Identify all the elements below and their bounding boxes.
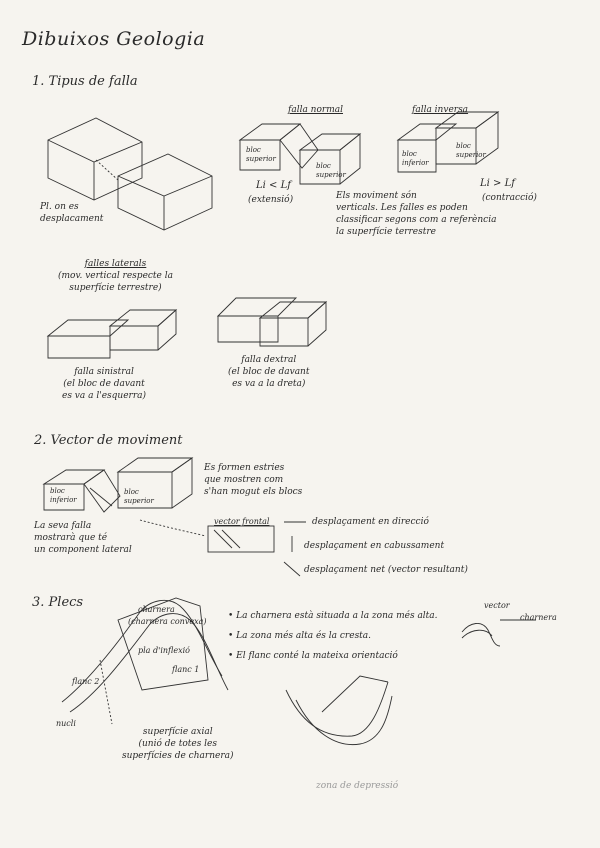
lateral-component-note: La seva falla mostrarà que té un compone… bbox=[34, 521, 132, 555]
reverse-fault-label: falla inversa bbox=[412, 105, 469, 115]
dextral-fault-sketch bbox=[216, 297, 328, 347]
depression-zone-label: zona de depressió bbox=[316, 781, 399, 791]
fold-sketch bbox=[61, 597, 536, 746]
reverse-fault-formula: Li > Lf bbox=[480, 178, 515, 189]
striations-note: Es formen estries que mostren com s'han … bbox=[204, 463, 303, 497]
axial-surface-note: superfície axial (unió de totes les supe… bbox=[122, 727, 234, 761]
legend-strike-slip: desplaçament en direcció bbox=[312, 517, 429, 527]
no-displacement-note: Pl. on es desplacament bbox=[40, 202, 104, 224]
section-heading-fault-types: 1. Tipus de falla bbox=[32, 74, 138, 89]
normal-fault-note: (extensió) bbox=[248, 195, 294, 205]
movement-note: Els moviment són verticals. Les falles e… bbox=[336, 191, 497, 237]
reverse-fault-sketch bbox=[396, 111, 500, 173]
inflection-plane-label: pla d'inflexió bbox=[138, 646, 190, 655]
section-heading-movement-vector: 2. Vector de moviment bbox=[34, 433, 183, 448]
sinistral-fault-caption: falla sinistral (el bloc de davant es va… bbox=[62, 367, 147, 401]
normal-fault-formula: Li < Lf bbox=[256, 180, 291, 191]
flank-2-label: flanc 2 bbox=[72, 677, 100, 686]
fold-bullet-1: • La charnera està situada a la zona més… bbox=[228, 611, 438, 621]
vector-label: vector frontal bbox=[214, 517, 270, 526]
legend-net-slip: desplaçament net (vector resultant) bbox=[304, 565, 468, 575]
legend-dip-slip: desplaçament en cabussament bbox=[304, 541, 445, 551]
sinistral-fault-sketch bbox=[46, 308, 178, 359]
fold-hinge-label-2: (charnera convexa) bbox=[128, 617, 207, 626]
side-hinge-label: charnera bbox=[520, 613, 557, 622]
movement-vector-sketch bbox=[42, 457, 306, 577]
fold-hinge-label: charnera bbox=[138, 605, 175, 614]
side-vector-label: vector bbox=[484, 601, 510, 610]
normal-fault-label: falla normal bbox=[288, 105, 343, 115]
core-label: nucli bbox=[56, 719, 76, 728]
fold-bullet-2: • La zona més alta és la cresta. bbox=[228, 631, 372, 641]
page-title: Dibuixos Geologia bbox=[22, 28, 206, 50]
lateral-faults-note: falles laterals (mov. vertical respecte … bbox=[58, 259, 173, 293]
flank-1-label: flanc 1 bbox=[172, 665, 200, 674]
fold-bullet-3: • El flanc conté la mateixa orientació bbox=[228, 651, 398, 661]
section-heading-folds: 3. Plecs bbox=[32, 595, 84, 610]
separated-blocks-sketch bbox=[47, 117, 213, 231]
dextral-fault-caption: falla dextral (el bloc de davant es va a… bbox=[228, 355, 310, 389]
reverse-fault-note: (contracció) bbox=[482, 193, 537, 203]
normal-fault-sketch bbox=[238, 123, 362, 185]
